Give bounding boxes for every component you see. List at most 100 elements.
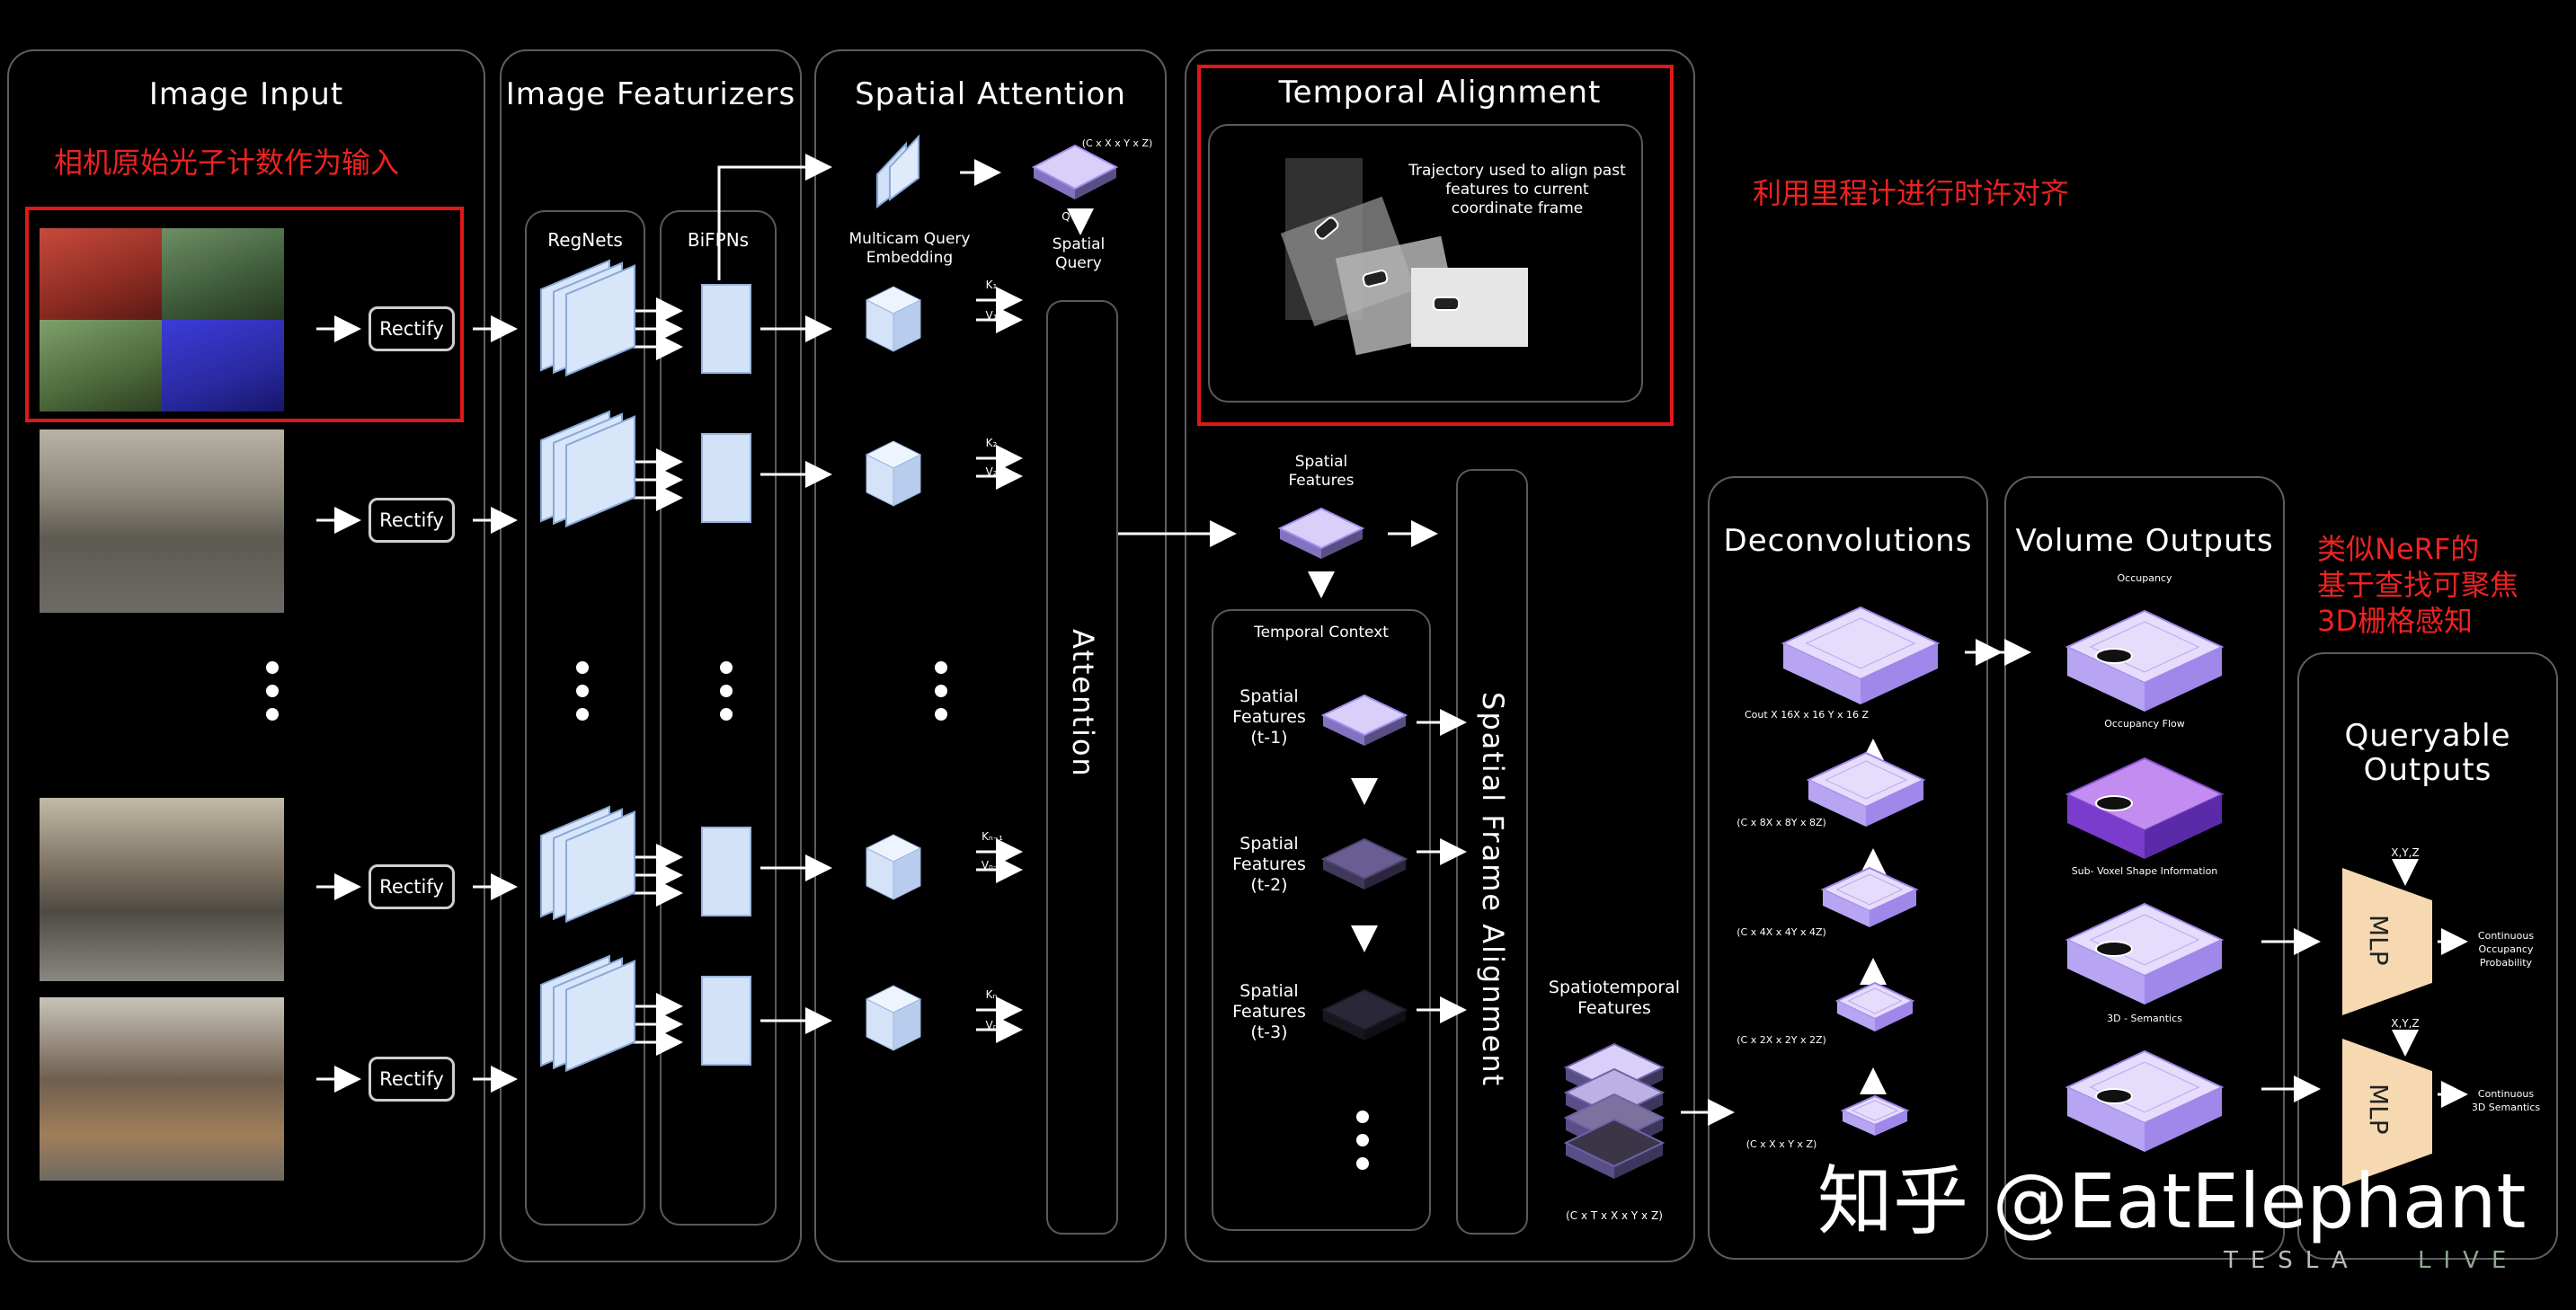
volume-output (2145, 1087, 2222, 1152)
image-input-panel: Image Input (7, 49, 485, 1262)
trajectory-frame (1411, 268, 1528, 347)
spatial-features-t1-label: Spatial Features (t-1) (1232, 686, 1306, 748)
nerf-annotation-1: 类似NeRF的 (2317, 532, 2480, 566)
input-highlight-box (25, 207, 464, 422)
semantics-label: 3D - Semantics (2107, 1013, 2182, 1024)
nerf-annotation-2: 基于查找可聚焦 (2317, 568, 2519, 602)
ellipsis-dots (720, 661, 733, 721)
temporal-context-box: Temporal Context (1212, 609, 1431, 1231)
camera-query-cube (893, 454, 921, 507)
spatiotemporal-slab (1614, 1143, 1663, 1179)
trajectory-text: Trajectory used to align past features t… (1408, 162, 1626, 217)
spatial-attention-panel: Spatial Attention (814, 49, 1167, 1262)
spatial-query-slab (1075, 167, 1116, 199)
q-label: Q (1061, 210, 1070, 223)
rectify-box: Rectify (369, 306, 455, 351)
occupancy-probability-label: Continuous Occupancy Probability (2477, 930, 2535, 969)
spatial-features-slab (1321, 528, 1363, 559)
regnet-layer (565, 415, 635, 528)
deconv-dims-label: (C x X x Y x Z) (1745, 1138, 1817, 1150)
volume-output (2089, 621, 2200, 673)
multicam-query-embedding-label: Multicam Query Embedding (848, 230, 971, 267)
ellipsis-dots (266, 661, 279, 721)
volume-output (2067, 940, 2145, 1005)
occupancy-flow-label: Occupancy Flow (2104, 718, 2185, 730)
semantics-output-label: Continuous 3D Semantics (2471, 1088, 2541, 1113)
camera-image-street-3 (40, 997, 284, 1181)
panel-title: Image Input (148, 76, 344, 112)
volume-output (2089, 914, 2200, 966)
regnet-layer (565, 810, 635, 924)
volume-output (2145, 647, 2222, 712)
deconv-dims-label: Cout X 16X x 16 Y x 16 Z (1744, 709, 1869, 721)
deconv-volume (1805, 617, 1916, 669)
car-icon (2095, 941, 2133, 957)
deconv-volume (1808, 780, 1866, 827)
mlp-label: MLP (2364, 915, 2394, 966)
temporal-slab-t3 (1364, 1010, 1406, 1040)
temporal-slab-t2 (1323, 859, 1364, 890)
panel-title: Temporal Alignment (1278, 75, 1602, 111)
camera-query-cube (893, 998, 921, 1051)
camera-image-rgb-grid (40, 228, 284, 412)
spatial-query-slab (1034, 167, 1075, 199)
deconv-volume (1861, 643, 1938, 704)
regnets-label: RegNets (547, 229, 623, 251)
deconv-volume (1870, 890, 1916, 927)
spatial-features-slab (1280, 528, 1321, 559)
query-embedding-slab (889, 134, 919, 201)
car-icon (2095, 648, 2133, 664)
camera-query-cube (893, 847, 921, 900)
deconv-dims-label: (C x 4X x 4Y x 4Z) (1737, 926, 1826, 938)
spatiotemporal-dims: (C x T x X x Y x Z) (1566, 1209, 1663, 1222)
panel-title: Image Featurizers (505, 76, 796, 112)
bifpn-feature-map (701, 827, 751, 916)
occupancy-flow-volume (2067, 794, 2145, 859)
flow-arrow (717, 154, 832, 280)
attention-box (1046, 300, 1118, 1235)
bifpn-feature-map (701, 284, 751, 374)
regnet-layer (565, 960, 635, 1073)
occupancy-label: Occupancy (2117, 572, 2172, 584)
panel-title: Queryable Outputs (2344, 718, 2511, 788)
xyz-input-label: X,Y,Z (2391, 846, 2420, 859)
spatiotemporal-slab (1566, 1143, 1614, 1179)
camera-image-street-2 (40, 798, 284, 981)
query-dims-label: (C x X x Y x Z) (1081, 137, 1153, 149)
volume-output (2067, 1087, 2145, 1152)
bifpn-feature-map (701, 976, 751, 1066)
nerf-annotation-3: 3D栅格感知 (2317, 604, 2474, 638)
panel-title: Deconvolutions (1723, 523, 1973, 559)
spatial-frame-alignment-label: Spatial Frame Alignment (1476, 692, 1510, 1088)
queryable-outputs-panel: Queryable Outputs (2297, 652, 2558, 1260)
spatial-features-label: Spatial Features (1288, 453, 1355, 490)
attention-label: Attention (1066, 629, 1100, 778)
k-label: K₁ (985, 279, 998, 291)
ellipsis-dots (935, 661, 947, 721)
spatiotemporal-label: Spatiotemporal Features (1548, 978, 1681, 1018)
temporal-highlight-box (1197, 65, 1674, 426)
camera-query-cube (893, 299, 921, 352)
tesla-logo: TESLA (2224, 1247, 2360, 1274)
deconv-volume (1823, 890, 1870, 927)
spatial-query-label: Spatial Query (1052, 235, 1106, 272)
ellipsis-dots (576, 661, 589, 721)
car-icon (2095, 795, 2133, 811)
temporal-slab-t1 (1323, 715, 1364, 746)
deconv-volume (1875, 1001, 1913, 1031)
xyz-input-label: X,Y,Z (2391, 1017, 2420, 1030)
deconvolutions-panel: Deconvolutions (1708, 476, 1988, 1260)
deconv-volume (1851, 1100, 1899, 1121)
camera-image-street-1 (40, 429, 284, 613)
spatial-features-t2-label: Spatial Features (t-2) (1232, 834, 1306, 895)
car-icon (2095, 1088, 2133, 1104)
k-label: K₂ (985, 437, 998, 449)
watermark: 知乎 @EatElephant (1817, 1157, 2527, 1245)
mlp-label: MLP (2364, 1084, 2394, 1135)
deconv-volume (1835, 873, 1904, 906)
odometry-annotation: 利用里程计进行时许对齐 (1753, 176, 2070, 210)
temporal-slab-t1 (1364, 715, 1406, 746)
subvoxel-label: Sub- Voxel Shape Information (2071, 865, 2218, 877)
bifpn-feature-map (701, 433, 751, 523)
